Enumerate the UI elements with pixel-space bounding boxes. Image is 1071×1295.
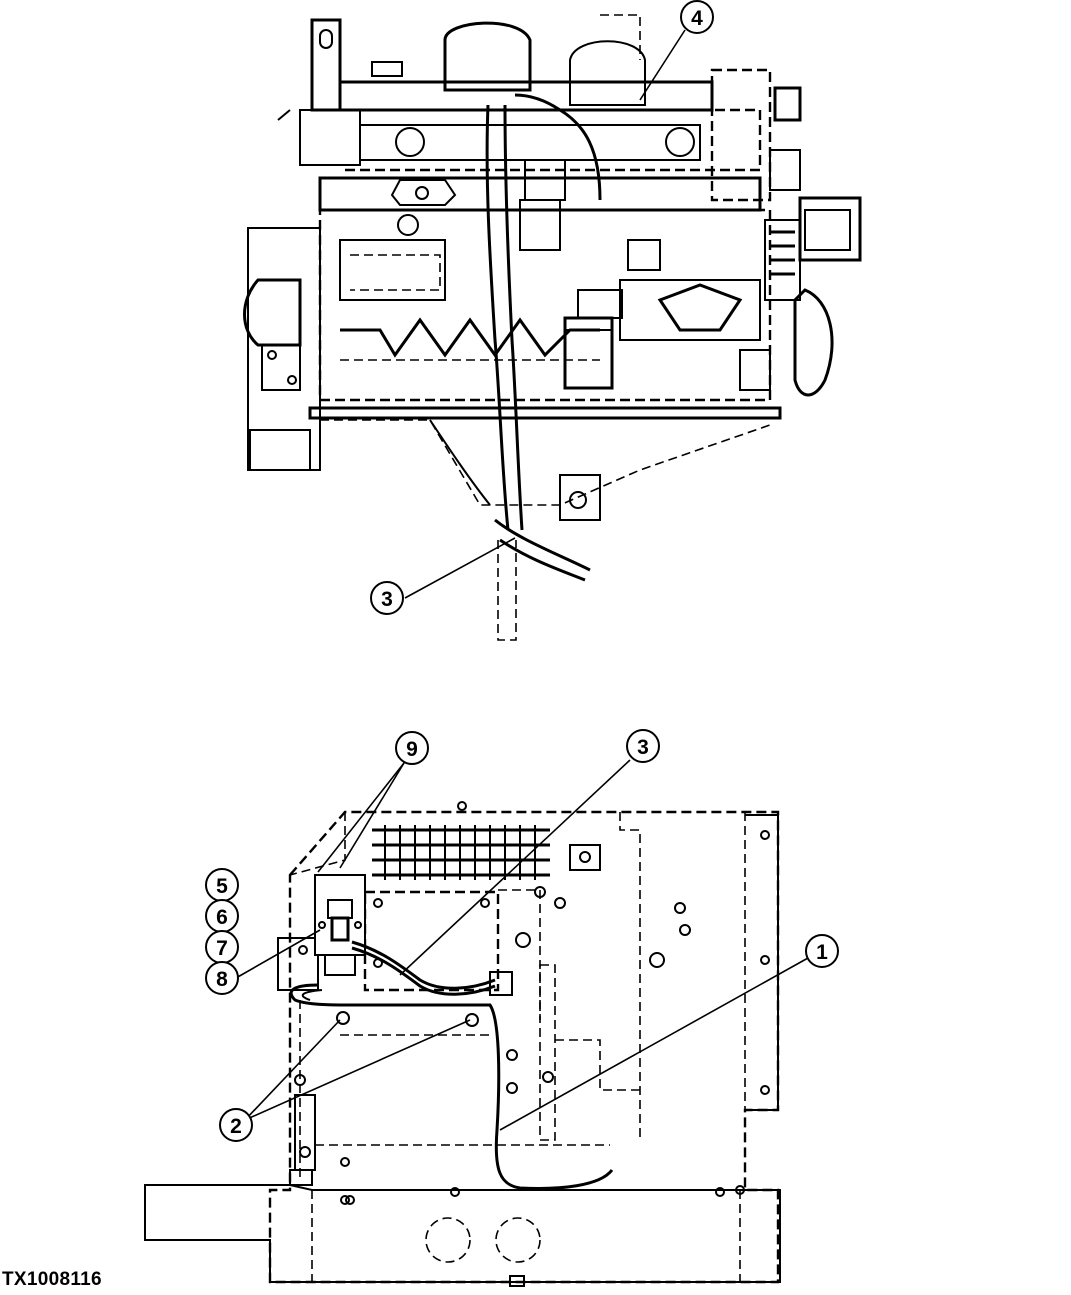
engine-side-view <box>243 14 862 641</box>
svg-text:4: 4 <box>691 7 703 30</box>
callout-8: 8 <box>205 961 239 995</box>
grille <box>372 825 550 880</box>
callout-9: 9 <box>395 731 429 765</box>
svg-text:3: 3 <box>381 588 393 611</box>
callout-6: 6 <box>205 899 239 933</box>
svg-text:6: 6 <box>216 906 228 929</box>
sender-switch <box>314 874 366 976</box>
callout-1: 1 <box>805 934 839 968</box>
callout-4-top: 4 <box>680 0 714 34</box>
callout-5: 5 <box>205 868 239 902</box>
callout-2: 2 <box>219 1108 253 1142</box>
svg-text:5: 5 <box>216 875 228 898</box>
wire-harness <box>289 940 614 1190</box>
frame-mount-view <box>144 801 781 1287</box>
svg-text:8: 8 <box>216 968 228 991</box>
callout-7: 7 <box>205 930 239 964</box>
callout-3-bottom: 3 <box>626 729 660 763</box>
svg-text:3: 3 <box>637 736 649 759</box>
svg-text:9: 9 <box>406 738 418 761</box>
svg-text:1: 1 <box>816 941 828 964</box>
svg-text:2: 2 <box>230 1115 242 1138</box>
figure-id: TX1008116 <box>2 1269 102 1290</box>
callout-leaders <box>235 29 809 1131</box>
callout-3-top: 3 <box>370 581 404 615</box>
svg-text:7: 7 <box>216 937 228 960</box>
